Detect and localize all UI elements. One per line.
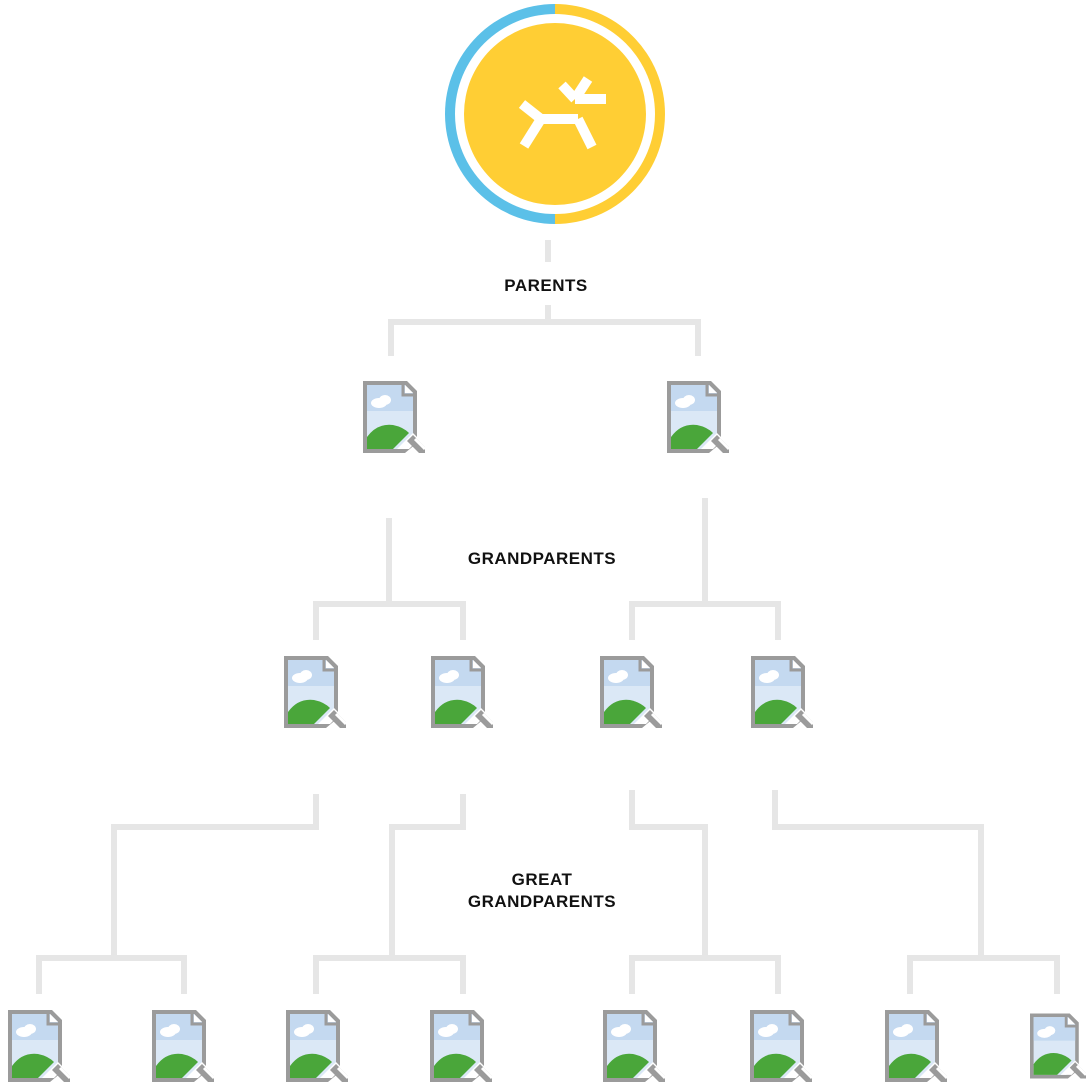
broken-image-icon bbox=[8, 1010, 70, 1082]
broken-image-icon bbox=[885, 1010, 947, 1082]
great-grandparents-label-line2: GRANDPARENTS bbox=[467, 892, 617, 911]
parents-label-text: PARENTS bbox=[504, 276, 588, 295]
broken-image-icon bbox=[751, 656, 813, 728]
broken-image-icon bbox=[667, 381, 729, 453]
dna-branch-logo-icon bbox=[518, 76, 606, 150]
broken-image-icon bbox=[750, 1010, 812, 1082]
broken-image-icon bbox=[431, 656, 493, 728]
broken-image-icon bbox=[603, 1010, 665, 1082]
tree-connectors bbox=[36, 240, 1060, 994]
broken-image-icon bbox=[1030, 1011, 1086, 1081]
great-grandparents-label: GREAT GRANDPARENTS bbox=[442, 869, 642, 913]
grandparents-label: GRANDPARENTS bbox=[442, 548, 642, 570]
broken-image-icon bbox=[430, 1010, 492, 1082]
broken-image-icon bbox=[284, 656, 346, 728]
grandparents-label-text: GRANDPARENTS bbox=[467, 549, 617, 568]
broken-image-icon bbox=[152, 1010, 214, 1082]
generation-parents bbox=[363, 381, 729, 453]
generation-grandparents bbox=[284, 656, 813, 728]
root-logo bbox=[445, 4, 665, 224]
parents-label: PARENTS bbox=[446, 275, 646, 297]
broken-image-icon bbox=[363, 381, 425, 453]
generation-great-grandparents bbox=[8, 1010, 1086, 1082]
broken-image-icon bbox=[286, 1010, 348, 1082]
great-grandparents-label-line1: GREAT bbox=[511, 870, 573, 889]
broken-image-icon bbox=[600, 656, 662, 728]
